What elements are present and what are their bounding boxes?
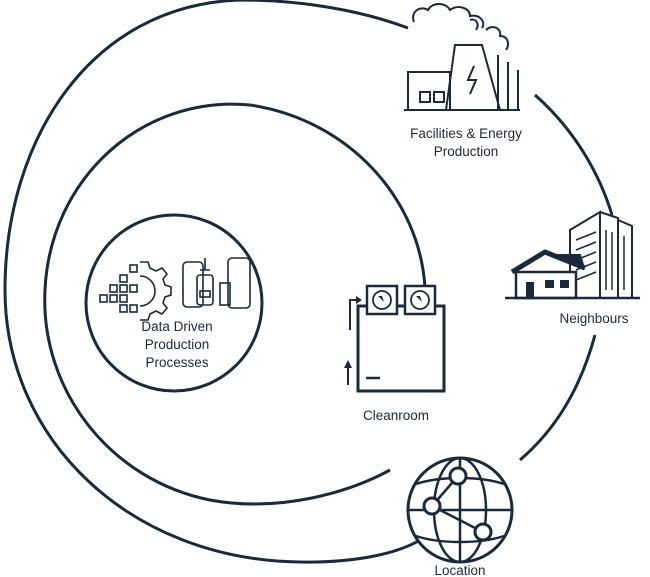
location-label: Location xyxy=(434,563,485,577)
facilities-label-line-1: Facilities & Energy xyxy=(410,126,522,141)
core-label-line-2: Production xyxy=(145,337,210,352)
outer-ring-right-lower xyxy=(519,334,597,462)
cleanroom-icon xyxy=(344,284,446,393)
middle-ring xyxy=(43,102,427,506)
gear-and-tanks-icon xyxy=(99,257,251,321)
facilities-label-line-2: Production xyxy=(434,144,499,159)
outer-ring-right xyxy=(534,93,614,216)
cleanroom-label: Cleanroom xyxy=(363,408,429,423)
globe-network-icon xyxy=(406,456,514,564)
core-label-line-1: Data Driven xyxy=(141,319,212,334)
neighbours-label: Neighbours xyxy=(559,311,628,326)
power-plant-icon xyxy=(404,3,520,111)
house-and-buildings-icon xyxy=(505,210,640,300)
inner-circle xyxy=(84,213,264,393)
outer-ring xyxy=(3,0,421,564)
core-label-line-3: Processes xyxy=(145,355,208,370)
